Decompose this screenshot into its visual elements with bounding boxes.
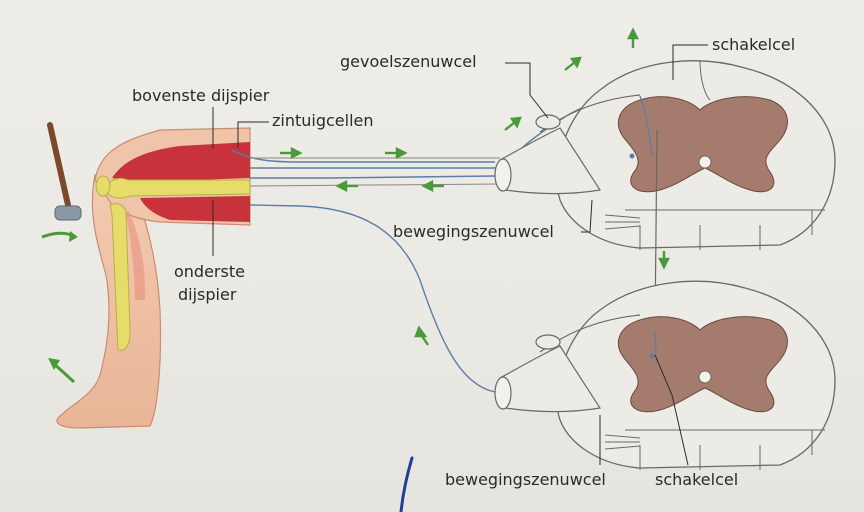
label-schakelcel-top: schakelcel — [712, 35, 795, 55]
dorsal-ganglion-bottom — [536, 335, 560, 349]
central-canal-top — [699, 156, 711, 168]
label-bovenste-dijspier: bovenste dijspier — [132, 86, 269, 106]
spinal-cord-bottom — [495, 281, 835, 470]
label-gevoelszenuwcel: gevoelszenuwcel — [340, 52, 477, 72]
label-zintuigcellen: zintuigcellen — [272, 111, 374, 131]
reflex-hammer — [50, 125, 81, 220]
label-onderste-dijspier-line2: dijspier — [178, 285, 236, 305]
label-bewegingszenuwcel-bottom: bewegingszenuwcel — [445, 470, 606, 490]
label-bewegingszenuwcel-mid: bewegingszenuwcel — [393, 222, 554, 242]
kneecap — [96, 176, 110, 196]
central-canal-bottom — [699, 371, 711, 383]
dorsal-ganglion-top — [536, 115, 560, 129]
label-onderste-dijspier-line1: onderste — [174, 262, 245, 282]
tap-arrow — [42, 233, 74, 237]
pen-mark — [401, 458, 412, 512]
label-schakelcel-bottom: schakelcel — [655, 470, 738, 490]
